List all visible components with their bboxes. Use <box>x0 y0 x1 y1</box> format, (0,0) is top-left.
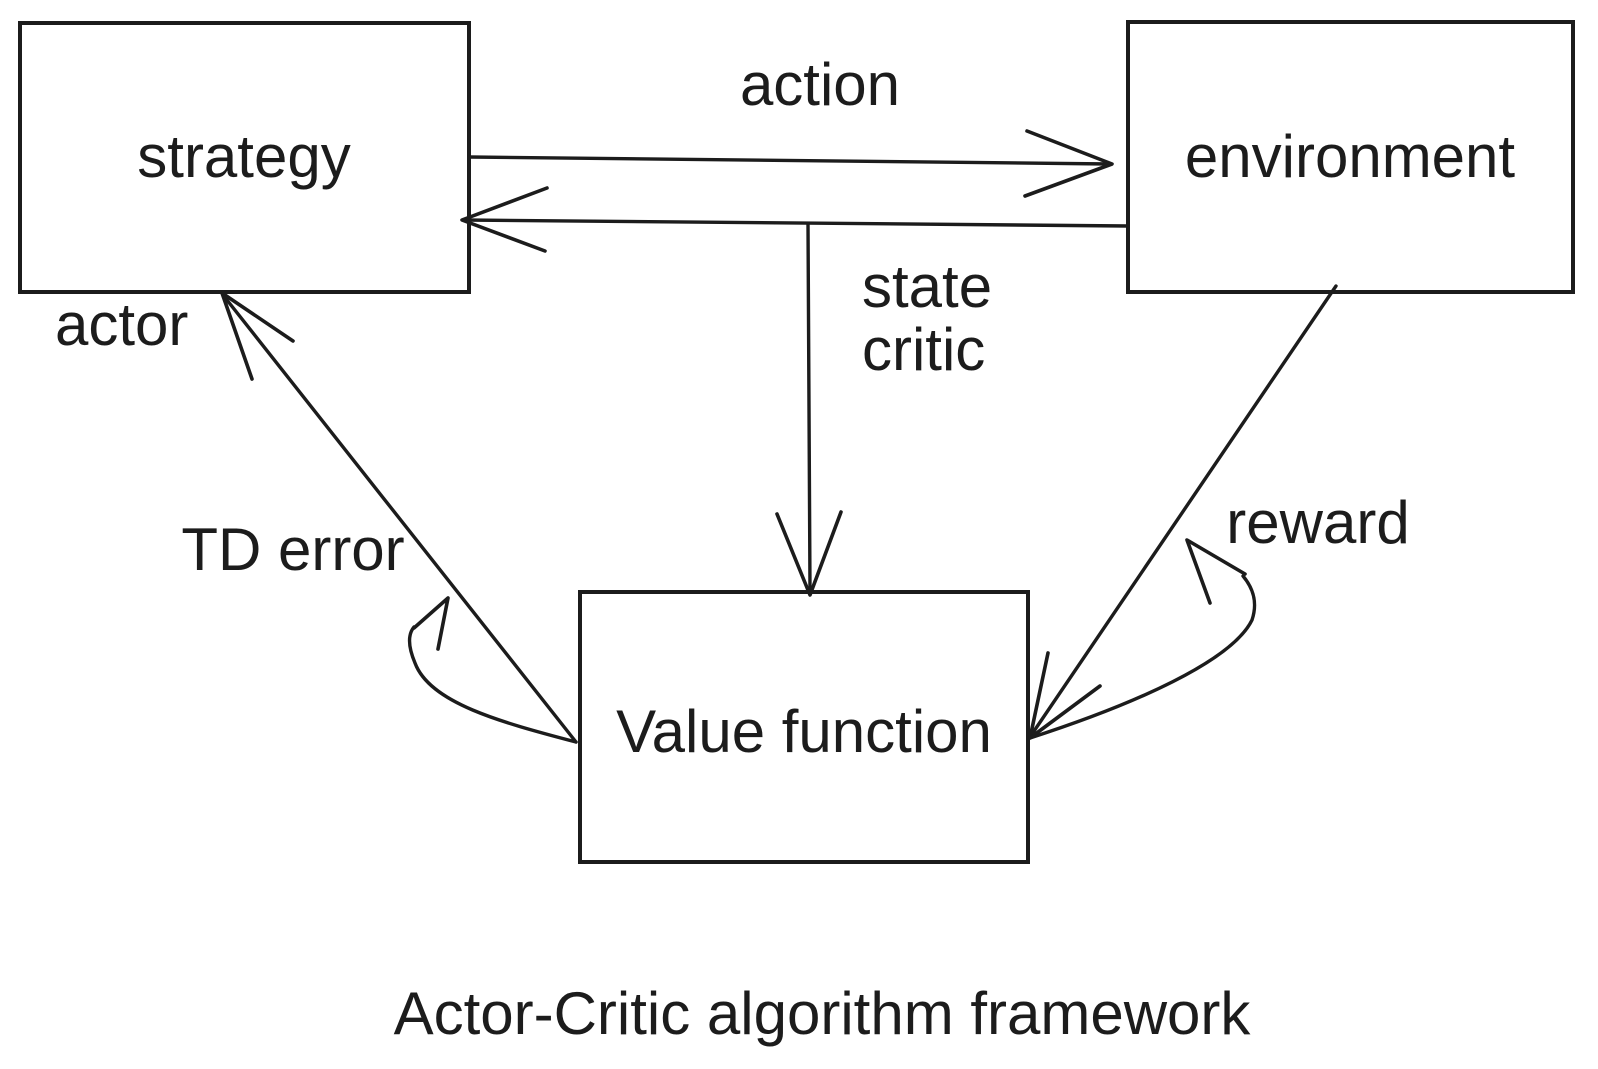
state-label: state <box>862 253 992 320</box>
strategy-label: strategy <box>137 123 350 190</box>
diagram-caption: Actor-Critic algorithm framework <box>394 980 1252 1047</box>
state-branch-arrowhead-icon <box>775 510 843 597</box>
action-label: action <box>740 51 900 118</box>
critic-label: critic <box>862 316 985 383</box>
state-arrowhead-icon <box>460 186 549 253</box>
td-error-arrow-line <box>221 293 578 744</box>
state-arrow-line <box>462 218 1130 228</box>
environment-box <box>1126 20 1575 294</box>
value-function-label: Value function <box>616 698 992 765</box>
strategy-box <box>18 21 471 294</box>
action-arrowhead-icon <box>1023 129 1114 198</box>
reward-arrow-line <box>1028 284 1338 739</box>
td-error-label: TD error <box>181 516 404 583</box>
reward-curve-arrowhead-icon <box>1185 538 1247 605</box>
reward-label: reward <box>1226 489 1409 556</box>
actor-label: actor <box>55 291 188 358</box>
td-error-arrowhead-icon <box>220 291 295 381</box>
environment-label: environment <box>1185 123 1516 190</box>
value-function-box <box>578 590 1030 864</box>
reward-curve-arrow <box>1028 574 1257 740</box>
action-arrow-line <box>467 155 1112 166</box>
state-branch-line <box>806 222 812 592</box>
td-error-curve-arrow <box>407 625 578 744</box>
td-error-curve-arrowhead-icon <box>412 596 450 651</box>
